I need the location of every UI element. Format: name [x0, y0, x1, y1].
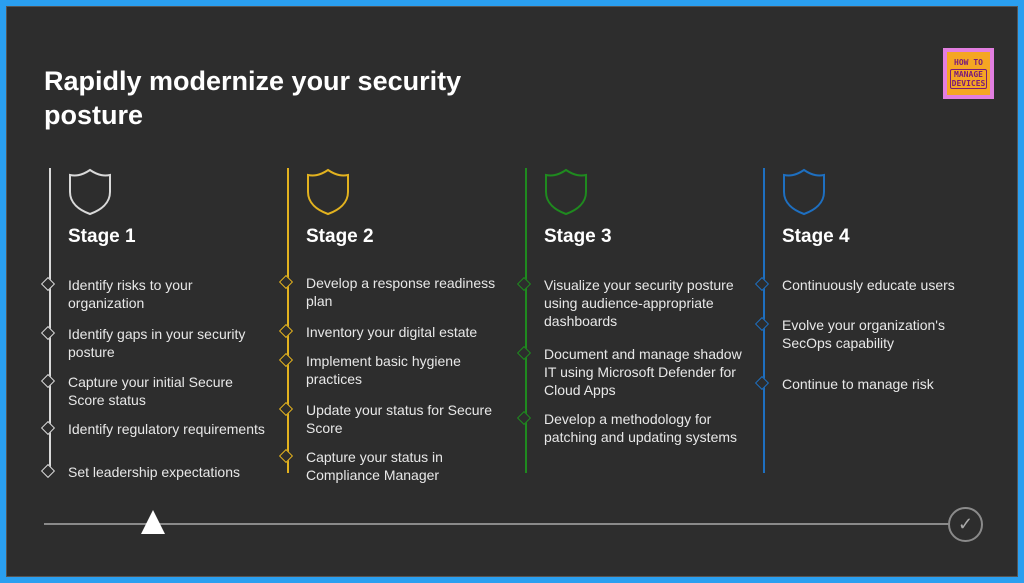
stage-item: Continue to manage risk — [754, 375, 982, 393]
stage-item: Update your status for Secure Score — [278, 401, 506, 437]
stage-item-text: Identify gaps in your security posture — [68, 326, 246, 360]
stage-item-text: Evolve your organization's SecOps capabi… — [782, 317, 945, 351]
shield-icon — [545, 168, 587, 216]
diamond-icon — [516, 345, 532, 361]
diamond-icon — [754, 276, 770, 292]
stage-item: Visualize your security posture using au… — [516, 276, 744, 330]
stage-item: Inventory your digital estate — [278, 323, 506, 341]
stage-item: Identify regulatory requirements — [40, 420, 268, 438]
stage-item: Capture your status in Compliance Manage… — [278, 448, 506, 484]
stage-1-column: Stage 1 Identify risks to your organizati… — [40, 168, 279, 480]
logo-text: MANAGE — [954, 70, 983, 79]
stage-item: Capture your initial Secure Score status — [40, 373, 268, 409]
stage-item: Set leadership expectations — [40, 463, 268, 481]
stage-item-text: Develop a methodology for patching and u… — [544, 411, 738, 445]
stage-item: Continuously educate users — [754, 276, 982, 294]
slide-title: Rapidly modernize your security posture — [44, 66, 462, 130]
diamond-icon — [516, 276, 532, 292]
diamond-icon — [516, 410, 532, 426]
stage-item-text: Document and manage shadow IT using Micr… — [544, 346, 742, 398]
diamond-icon — [754, 316, 770, 332]
logo-text: DEVICES — [951, 79, 986, 88]
stage-item-text: Capture your initial Secure Score status — [68, 374, 233, 408]
stage-heading: Stage 4 — [782, 226, 850, 247]
diamond-icon — [754, 375, 770, 391]
stage-heading: Stage 2 — [306, 226, 374, 247]
stage-item-text: Continuously educate users — [782, 277, 955, 293]
stage-item-text: Develop a response readiness plan — [306, 275, 496, 309]
stage-item: Identify risks to your organization — [40, 276, 268, 312]
stage-heading: Stage 1 — [68, 226, 136, 247]
stage-item-text: Update your status for Secure Score — [306, 402, 492, 436]
stage-3-column: Stage 3 Visualize your security posture u… — [516, 168, 755, 473]
diamond-icon — [278, 323, 294, 339]
shield-icon — [69, 168, 111, 216]
shield-icon — [783, 168, 825, 216]
stage-item: Evolve your organization's SecOps capabi… — [754, 316, 982, 352]
stage-item-text: Visualize your security posture using au… — [544, 277, 734, 329]
stage-item: Identify gaps in your security posture — [40, 325, 268, 361]
shield-icon — [307, 168, 349, 216]
diamond-icon — [40, 373, 56, 389]
diamond-icon — [278, 274, 294, 290]
diamond-icon — [278, 352, 294, 368]
checkmark-circle-icon: ✓ — [948, 507, 983, 542]
diamond-icon — [40, 276, 56, 292]
logo-text: HOW TO — [954, 58, 983, 67]
diamond-icon — [40, 325, 56, 341]
stage-item-text: Inventory your digital estate — [306, 324, 478, 340]
stage-item-text: Continue to manage risk — [782, 376, 934, 392]
stage-item-text: Capture your status in Compliance Manage… — [306, 449, 443, 483]
stage-item-text: Implement basic hygiene practices — [306, 353, 461, 387]
progress-marker-icon — [140, 510, 165, 534]
stage-item: Implement basic hygiene practices — [278, 352, 506, 388]
diamond-icon — [278, 448, 294, 464]
stage-line — [525, 168, 527, 473]
diamond-icon — [40, 420, 56, 436]
stage-line — [49, 168, 51, 473]
stage-item: Document and manage shadow IT using Micr… — [516, 345, 744, 399]
timeline-track — [44, 523, 949, 525]
stage-item-text: Identify regulatory requirements — [68, 421, 265, 437]
stage-2-column: Stage 2 Develop a response readiness plan… — [278, 168, 517, 483]
stage-item: Develop a response readiness plan — [278, 274, 506, 310]
stage-line — [287, 168, 289, 473]
stage-item: Develop a methodology for patching and u… — [516, 410, 744, 446]
diamond-icon — [40, 463, 56, 479]
stage-heading: Stage 3 — [544, 226, 612, 247]
stage-item-text: Identify risks to your organization — [68, 277, 193, 311]
stage-item-text: Set leadership expectations — [68, 464, 240, 480]
slide: Rapidly modernize your security posture … — [6, 6, 1018, 577]
diamond-icon — [278, 401, 294, 417]
